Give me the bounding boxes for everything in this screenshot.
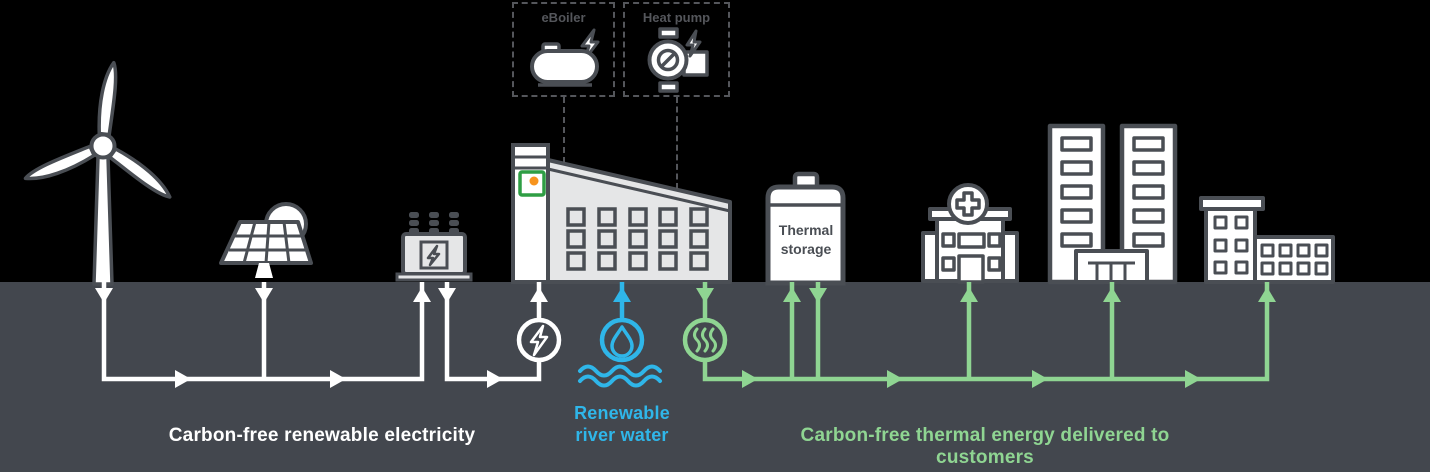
thermal-storage-label-line1: Thermal	[778, 222, 834, 238]
hospital-icon	[921, 183, 1019, 284]
heat-waves-icon	[693, 327, 717, 353]
lightning-bolt-icon	[685, 29, 702, 58]
thermal-flow-lines	[682, 282, 1276, 388]
heat-pump-icon	[647, 27, 709, 93]
solar-panel-icon	[219, 202, 313, 278]
eboiler-connector-line	[563, 97, 565, 163]
tower-windows	[1060, 136, 1165, 248]
plant-logo-icon	[518, 170, 546, 197]
office-towers-icon	[1047, 123, 1178, 285]
thermal-storage-label: Thermal storage	[764, 221, 848, 259]
river-water-caption-line2: river water	[575, 425, 669, 445]
lightning-bolt-icon	[529, 324, 549, 357]
eboiler-box: eBoiler	[512, 2, 615, 97]
thermal-energy-caption: Carbon-free thermal energy delivered to …	[800, 425, 1170, 468]
energy-plant-icon	[511, 143, 732, 284]
electricity-meter-icon	[516, 317, 562, 363]
heat-pump-label: Heat pump	[642, 10, 711, 25]
river-water-caption: Renewable river water	[520, 402, 724, 446]
river-water-lines	[578, 282, 662, 388]
electricity-arrows	[95, 287, 548, 388]
thermal-storage-icon	[765, 171, 846, 286]
heat-pump-box: Heat pump	[623, 2, 730, 97]
water-drop-icon	[610, 325, 634, 358]
river-waves-icon	[578, 364, 662, 388]
apartment-buildings-icon	[1199, 196, 1335, 284]
electricity-flow-lines	[95, 282, 562, 388]
heat-pump-connector-line	[676, 97, 678, 189]
eboiler-icon	[530, 28, 600, 87]
wind-turbine-icon	[23, 60, 172, 286]
river-water-caption-line1: Renewable	[574, 403, 670, 423]
apartment-windows	[1213, 215, 1329, 276]
thermal-arrows	[696, 287, 1276, 388]
lightning-bolt-icon	[426, 244, 441, 267]
plant-windows	[566, 207, 709, 271]
eboiler-label: eBoiler	[541, 10, 586, 25]
transformer-bushings	[409, 212, 459, 235]
medical-cross-icon	[955, 191, 981, 217]
thermal-storage-label-line2: storage	[780, 241, 832, 257]
electricity-caption: Carbon-free renewable electricity	[168, 425, 476, 446]
transformer-icon	[395, 212, 473, 282]
